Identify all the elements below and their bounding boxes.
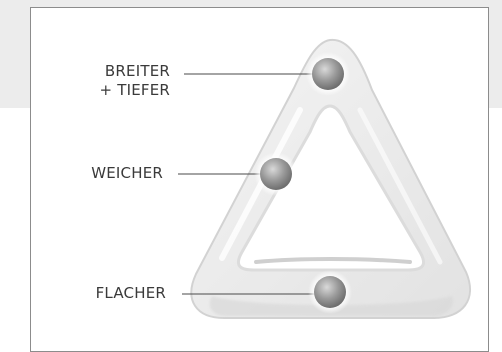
label-weicher: WEICHER <box>91 164 163 183</box>
label-breiter-line1: BREITER <box>105 62 170 80</box>
marker-breiter <box>306 52 350 96</box>
label-breiter-line2: + TIEFER <box>99 81 170 100</box>
marker-weicher <box>254 152 298 196</box>
marker-flacher <box>308 270 352 314</box>
label-flacher: FLACHER <box>96 284 166 303</box>
label-breiter-tiefer: BREITER + TIEFER <box>99 62 170 100</box>
